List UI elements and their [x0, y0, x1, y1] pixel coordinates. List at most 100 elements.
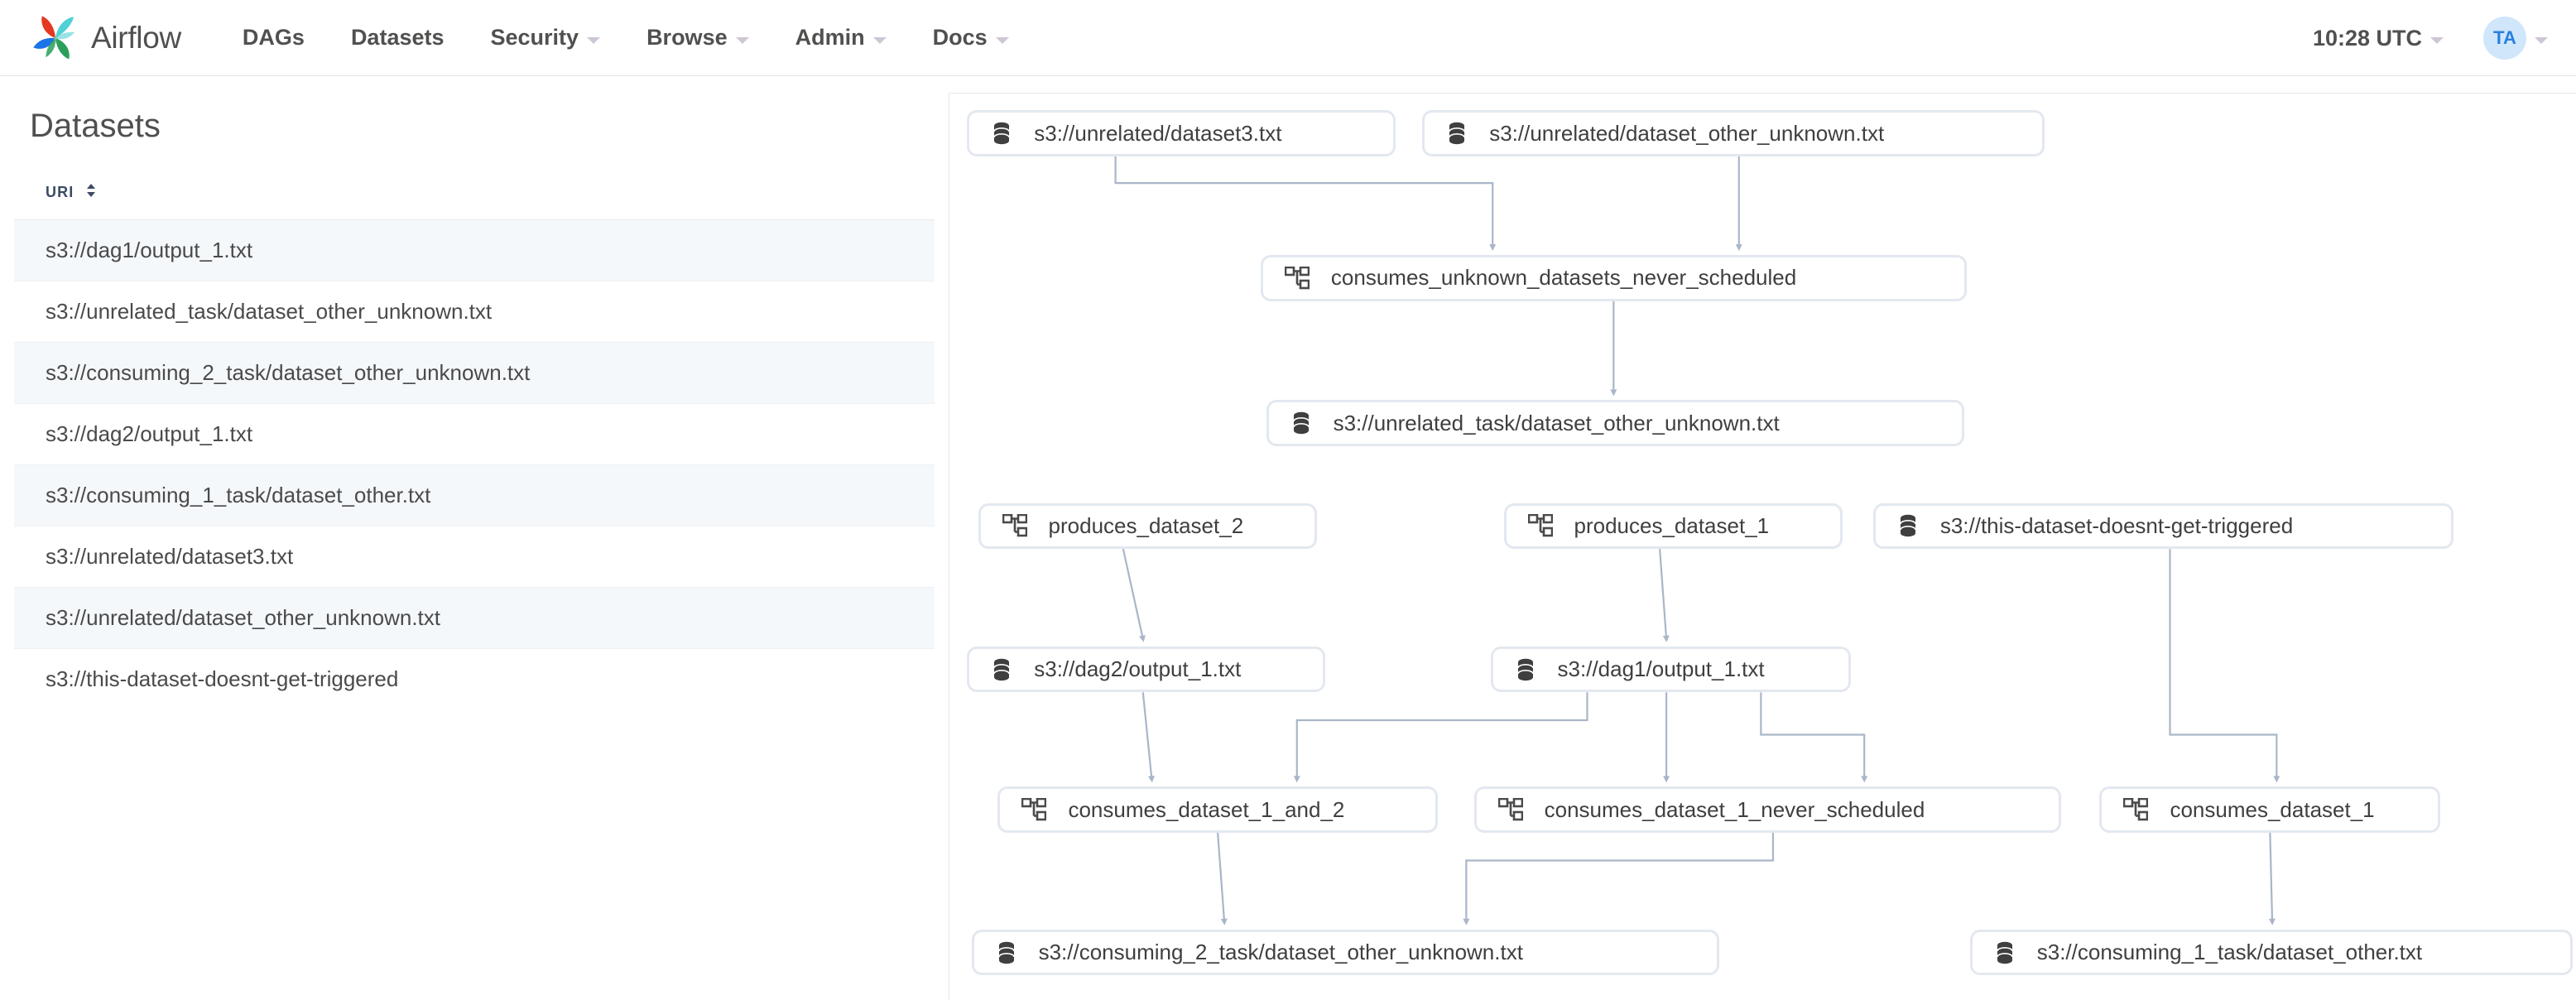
- graph-node-dataset[interactable]: s3://consuming_1_task/dataset_other.txt: [1969, 929, 2573, 976]
- page-title: Datasets: [30, 108, 161, 144]
- graph-edge: [2268, 832, 2276, 925]
- table-row[interactable]: s3://consuming_2_task/dataset_other_unkn…: [14, 342, 935, 404]
- dataset-uri-cell[interactable]: s3://this-dataset-doesnt-get-triggered: [14, 648, 935, 709]
- nav-item-security-label: Security: [490, 25, 579, 50]
- table-row[interactable]: s3://unrelated_task/dataset_other_unknow…: [14, 281, 935, 343]
- dataset-uri-cell[interactable]: s3://consuming_2_task/dataset_other_unkn…: [14, 342, 935, 404]
- graph-node-dag[interactable]: consumes_unknown_datasets_never_schedule…: [1260, 255, 1967, 301]
- sitemap-icon: [1497, 798, 1523, 821]
- nav-item-datasets-label: Datasets: [350, 25, 445, 50]
- table-row[interactable]: s3://this-dataset-doesnt-get-triggered: [14, 648, 935, 709]
- graph-node-label: s3://unrelated/dataset_other_unknown.txt: [1489, 120, 1885, 146]
- graph-edge: [1463, 832, 1775, 925]
- chevron-down-icon: [735, 36, 749, 44]
- graph-edge: [1760, 692, 1868, 783]
- nav-item-admin[interactable]: Admin: [795, 25, 887, 50]
- graph-node-dataset[interactable]: s3://unrelated/dataset_other_unknown.txt: [1422, 110, 2045, 156]
- avatar: TA: [2483, 17, 2526, 60]
- sort-updown-icon: [85, 183, 97, 202]
- graph-node-label: produces_dataset_1: [1574, 512, 1770, 538]
- chevron-down-icon: [2535, 37, 2548, 44]
- graph-node-dataset[interactable]: s3://unrelated_task/dataset_other_unknow…: [1266, 400, 1965, 446]
- graph-node-label: s3://this-dataset-doesnt-get-triggered: [1939, 512, 2294, 538]
- dataset-uri-cell[interactable]: s3://unrelated/dataset_other_unknown.txt: [14, 587, 935, 649]
- graph-node-label: consumes_dataset_1: [2170, 796, 2375, 822]
- graph-edge: [2169, 549, 2280, 783]
- column-header-uri[interactable]: URI: [14, 164, 935, 220]
- database-stack-icon: [991, 657, 1012, 682]
- graph-node-label: consumes_dataset_1_never_scheduled: [1544, 796, 1925, 822]
- dataset-uri-cell[interactable]: s3://consuming_1_task/dataset_other.txt: [14, 464, 935, 526]
- table-header-row: URI: [14, 164, 935, 220]
- database-stack-icon: [1897, 513, 1919, 538]
- graph-edge: [1659, 549, 1670, 642]
- graph-node-dag[interactable]: consumes_dataset_1_and_2: [997, 786, 1438, 833]
- graph-node-label: consumes_unknown_datasets_never_schedule…: [1330, 265, 1797, 291]
- brand-name: Airflow: [91, 20, 181, 55]
- graph-node-label: s3://dag1/output_1.txt: [1557, 656, 1765, 682]
- sitemap-icon: [2123, 798, 2149, 821]
- dataset-uri-cell[interactable]: s3://unrelated_task/dataset_other_unknow…: [14, 281, 935, 343]
- sitemap-icon: [1002, 514, 1027, 537]
- graph-node-dataset[interactable]: s3://this-dataset-doesnt-get-triggered: [1872, 502, 2454, 550]
- graph-node-dag[interactable]: consumes_dataset_1: [2099, 786, 2441, 833]
- nav-item-browse[interactable]: Browse: [646, 25, 749, 50]
- timezone-selector[interactable]: 10:28 UTC: [2313, 26, 2444, 51]
- sitemap-icon: [1284, 266, 1310, 290]
- sitemap-icon: [1021, 798, 1047, 821]
- graph-node-label: s3://unrelated/dataset3.txt: [1034, 120, 1282, 146]
- graph-node-dag[interactable]: produces_dataset_1: [1503, 502, 1843, 550]
- dataset-uri-cell[interactable]: s3://dag2/output_1.txt: [14, 403, 935, 465]
- graph-node-dag[interactable]: produces_dataset_2: [978, 502, 1317, 550]
- database-stack-icon: [991, 121, 1012, 146]
- graph-edge: [1217, 832, 1228, 925]
- graph-node-label: s3://consuming_2_task/dataset_other_unkn…: [1038, 940, 1523, 965]
- nav-item-dags-label: DAGs: [242, 25, 305, 50]
- graph-node-dataset[interactable]: s3://unrelated/dataset3.txt: [967, 110, 1396, 156]
- graph-node-dataset[interactable]: s3://consuming_2_task/dataset_other_unkn…: [971, 929, 1719, 976]
- chevron-down-icon: [872, 36, 887, 44]
- table-row[interactable]: s3://dag2/output_1.txt: [14, 403, 935, 465]
- graph-canvas[interactable]: s3://unrelated/dataset3.txt s3://unrelate…: [949, 94, 2576, 1000]
- graph-node-dataset[interactable]: s3://dag2/output_1.txt: [967, 646, 1326, 693]
- nav-item-docs[interactable]: Docs: [933, 25, 1009, 50]
- graph-node-label: consumes_dataset_1_and_2: [1068, 796, 1345, 822]
- graph-edge: [1141, 692, 1155, 783]
- graph-edge: [1293, 692, 1588, 783]
- airflow-pinwheel-logo-icon: [31, 14, 79, 62]
- brand-home-link[interactable]: Airflow: [31, 14, 181, 62]
- navbar-right-group: 10:28 UTC TA: [2313, 0, 2548, 76]
- chevron-down-icon: [2430, 37, 2444, 44]
- table-row[interactable]: s3://unrelated/dataset_other_unknown.txt: [14, 587, 935, 649]
- primary-nav: DAGs Datasets Security Browse Admin Docs: [243, 25, 1055, 50]
- table-row[interactable]: s3://consuming_1_task/dataset_other.txt: [14, 464, 935, 526]
- graph-edge-layer: [1114, 156, 2280, 925]
- nav-item-browse-label: Browse: [646, 25, 728, 50]
- sitemap-icon: [1527, 514, 1553, 537]
- nav-item-security[interactable]: Security: [491, 25, 601, 50]
- graph-node-label: s3://dag2/output_1.txt: [1034, 656, 1242, 682]
- graph-node-label: s3://consuming_1_task/dataset_other.txt: [2036, 940, 2423, 965]
- graph-node-label: produces_dataset_2: [1048, 512, 1244, 538]
- table-row[interactable]: s3://dag1/output_1.txt: [14, 219, 935, 281]
- nav-item-admin-label: Admin: [795, 25, 865, 50]
- dataset-graph-panel[interactable]: s3://unrelated/dataset3.txt s3://unrelate…: [949, 93, 2576, 1000]
- nav-item-datasets[interactable]: Datasets: [351, 25, 445, 50]
- user-menu[interactable]: TA: [2483, 17, 2548, 60]
- chevron-down-icon: [995, 36, 1009, 44]
- database-stack-icon: [1290, 411, 1312, 435]
- database-stack-icon: [996, 940, 1017, 965]
- graph-edge: [1114, 156, 1497, 252]
- database-stack-icon: [1994, 940, 2016, 965]
- dataset-uri-cell[interactable]: s3://dag1/output_1.txt: [14, 219, 935, 281]
- graph-node-dataset[interactable]: s3://dag1/output_1.txt: [1490, 646, 1852, 693]
- nav-item-docs-label: Docs: [932, 25, 988, 50]
- dataset-uri-cell[interactable]: s3://unrelated/dataset3.txt: [14, 526, 935, 588]
- nav-item-dags[interactable]: DAGs: [243, 25, 305, 50]
- graph-node-dag[interactable]: consumes_dataset_1_never_scheduled: [1473, 786, 2061, 833]
- top-navbar: Airflow DAGs Datasets Security Browse Ad…: [0, 0, 2576, 76]
- datasets-table-head: URI: [14, 164, 935, 220]
- table-row[interactable]: s3://unrelated/dataset3.txt: [14, 526, 935, 588]
